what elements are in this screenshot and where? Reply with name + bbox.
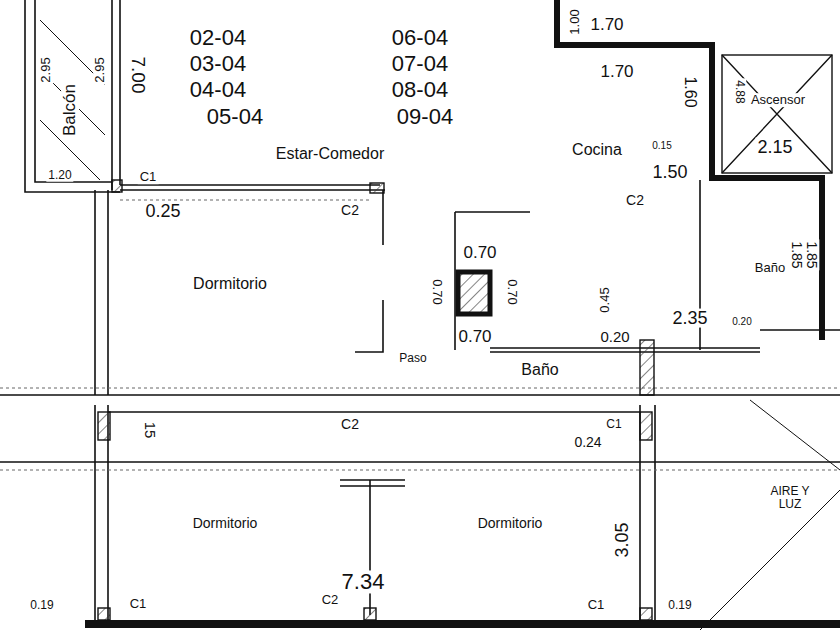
column <box>98 608 110 620</box>
plan-label: 03-04 <box>188 52 248 75</box>
plan-label: 07-04 <box>390 52 450 75</box>
section-lines <box>0 395 840 462</box>
dashed-lines <box>0 200 840 470</box>
plan-label: C2 <box>624 193 646 208</box>
plan-label: Cocina <box>570 142 624 159</box>
plan-label: 0.19 <box>28 599 55 612</box>
plan-label: 02-04 <box>188 26 248 49</box>
bath-duct <box>640 340 654 395</box>
plan-label: 0.24 <box>572 435 603 450</box>
plan-label: 1.85 <box>805 239 820 270</box>
plan-label: C2 <box>320 593 341 607</box>
plan-label: Estar-Comedor <box>274 146 386 163</box>
plan-label: 1.70 <box>598 63 635 81</box>
column <box>98 412 110 440</box>
plan-label: Baño <box>753 261 787 275</box>
plan-label: 08-04 <box>390 78 450 101</box>
plan-label: 7.00 <box>128 55 148 96</box>
diagonal-lines <box>40 20 840 630</box>
plan-label: Ascensor <box>749 93 807 107</box>
plan-label: Paso <box>397 352 428 365</box>
wall-lines <box>25 0 840 620</box>
chimney-shaft <box>458 272 490 314</box>
column <box>112 180 122 192</box>
column <box>364 608 376 620</box>
elevator-box <box>722 55 832 173</box>
plan-label: 0.70 <box>505 277 519 306</box>
plan-label: 2.95 <box>39 55 53 84</box>
plan-label: 0.20 <box>598 329 631 345</box>
plan-label: Dormitorio <box>191 516 260 531</box>
plan-label: 0.20 <box>730 317 753 328</box>
plan-label: 09-04 <box>395 105 455 128</box>
plan-label: 0.70 <box>456 328 493 346</box>
column <box>640 412 652 440</box>
symbols <box>98 55 832 620</box>
plan-label: 0.70 <box>430 277 444 306</box>
plan-label: 0.15 <box>650 141 673 152</box>
plan-label: 05-04 <box>205 105 265 128</box>
plan-label: 4.88 <box>734 78 747 105</box>
plan-label: C2 <box>339 203 361 218</box>
plan-label: 1.85 <box>790 239 805 270</box>
plan-label: Dormitorio <box>191 276 269 293</box>
plan-label: 2.35 <box>670 309 709 328</box>
plan-label: 3.05 <box>613 520 632 559</box>
plan-label: AIRE Y LUZ <box>768 485 812 510</box>
kitchen-walls <box>557 0 822 340</box>
plan-label: C1 <box>586 598 607 612</box>
plan-label: 1.60 <box>682 74 699 109</box>
plan-label: C2 <box>339 417 361 432</box>
plan-label: 1.00 <box>568 7 582 36</box>
plan-label: 1.70 <box>588 16 625 34</box>
plan-label: 2.15 <box>755 138 794 157</box>
plan-label: 2.95 <box>93 55 107 84</box>
plan-label: 04-04 <box>188 78 248 101</box>
plan-label: 06-04 <box>390 26 450 49</box>
plan-label: 0.25 <box>143 202 182 221</box>
plan-label: 7.34 <box>340 570 387 593</box>
plan-label: 0.45 <box>598 285 612 314</box>
plan-label: Dormitorio <box>476 516 545 531</box>
plan-label: C1 <box>128 597 149 611</box>
column <box>640 608 652 620</box>
plan-label: 0.70 <box>461 244 498 262</box>
plan-label: Baño <box>519 362 560 379</box>
bottom-wall <box>85 620 840 628</box>
plan-label: 15 <box>142 420 158 441</box>
plan-label: C1 <box>138 170 159 184</box>
thick-walls <box>85 0 840 624</box>
column <box>370 183 384 193</box>
plan-label: 0.19 <box>666 599 693 612</box>
plan-label: 1.20 <box>46 169 73 182</box>
plan-label: Balcón <box>61 82 79 138</box>
plan-label: C1 <box>604 418 623 431</box>
plan-label: 1.50 <box>650 163 689 182</box>
elevator-cross <box>722 55 832 173</box>
